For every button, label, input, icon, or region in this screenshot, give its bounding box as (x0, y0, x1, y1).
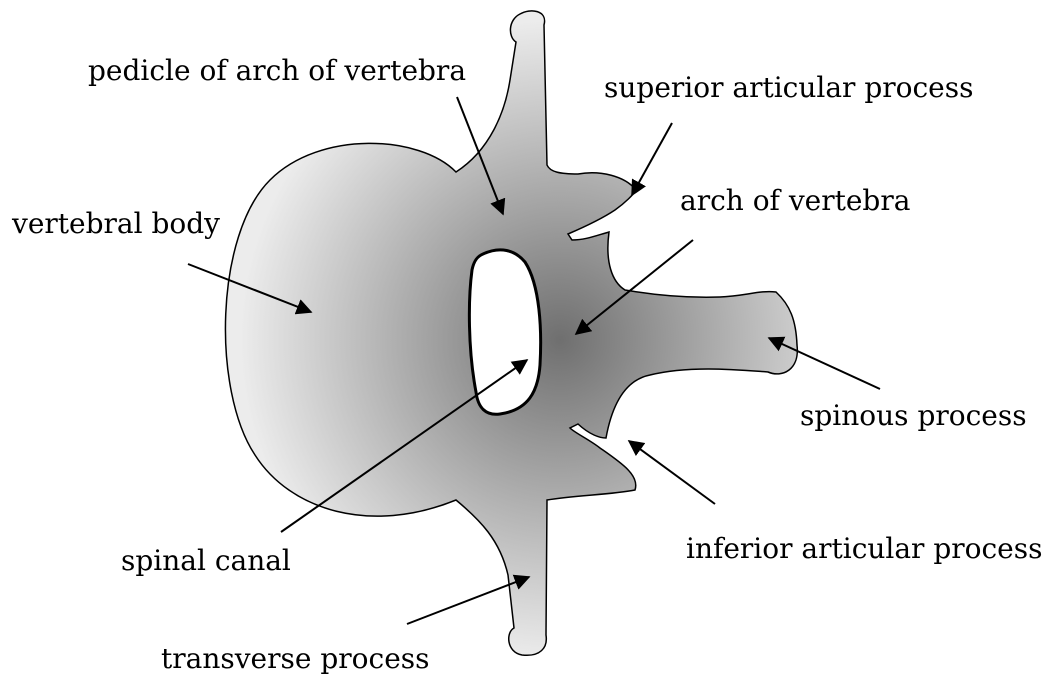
arch-label: arch of vertebra (680, 187, 910, 215)
spinal-canal-label: spinal canal (121, 547, 291, 575)
transverse-label: transverse process (161, 645, 430, 673)
pedicle-label: pedicle of arch of vertebra (88, 57, 466, 85)
spinal-canal-opening (469, 250, 540, 414)
inferior-articular-arrow (629, 441, 715, 504)
inferior-articular-label: inferior articular process (686, 535, 1043, 563)
superior-articular-arrow (632, 123, 672, 195)
spinous-label: spinous process (800, 402, 1027, 430)
superior-articular-label: superior articular process (604, 74, 973, 102)
vertebral-body-label: vertebral body (12, 210, 220, 238)
